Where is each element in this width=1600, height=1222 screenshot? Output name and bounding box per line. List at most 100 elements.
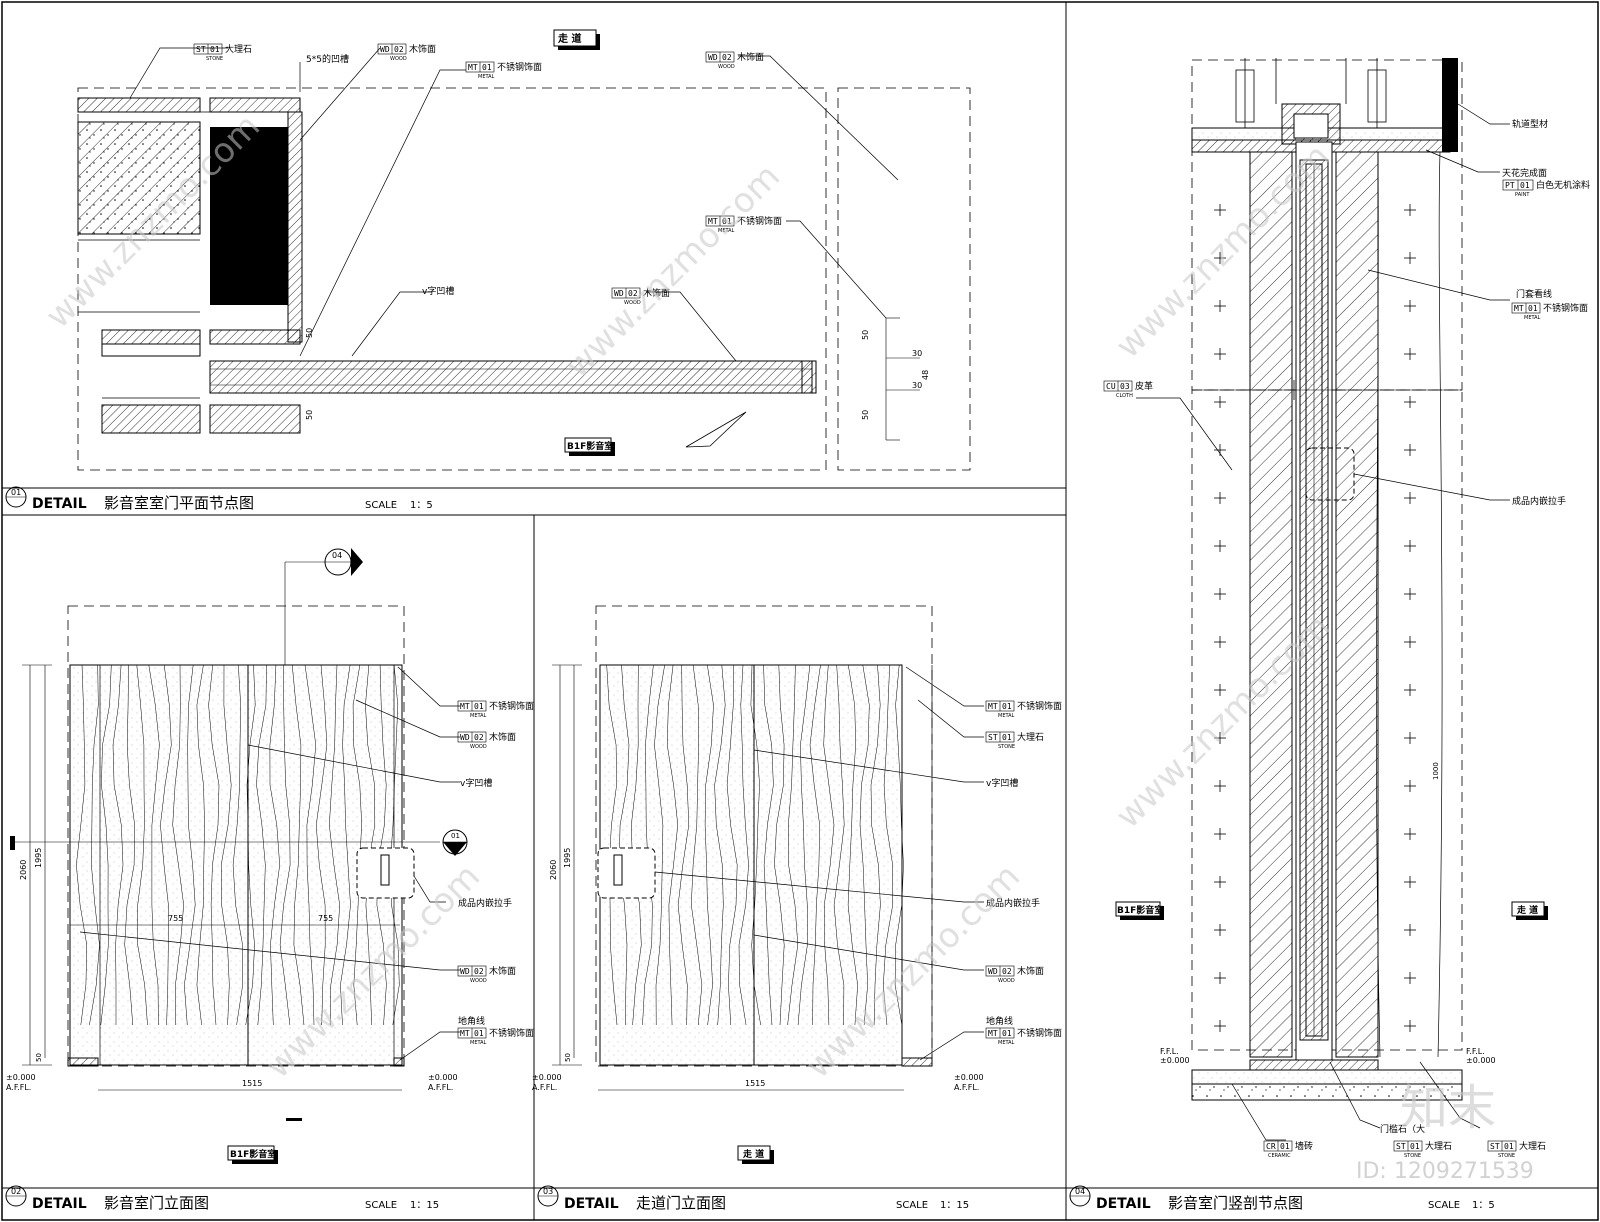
- svg-text:白色无机涂料: 白色无机涂料: [1536, 179, 1590, 191]
- tag-03-wd02: WD 02 木饰面 WOOD: [985, 965, 1044, 984]
- svg-text:01: 01: [1410, 1142, 1420, 1151]
- svg-text:02: 02: [11, 1187, 21, 1196]
- svg-text:DETAIL: DETAIL: [1096, 1196, 1151, 1212]
- room-tag-corridor-plan: 走 道: [553, 29, 600, 50]
- svg-text:01: 01: [722, 217, 732, 226]
- level-zero-02-right: ±0.000: [428, 1073, 458, 1082]
- svg-text:WD: WD: [708, 53, 718, 62]
- svg-text:1：5: 1：5: [1472, 1200, 1495, 1211]
- svg-text:MT: MT: [468, 63, 478, 72]
- dim-total-width-03: 1515: [745, 1079, 765, 1088]
- svg-text:大理石: 大理石: [1425, 1140, 1452, 1152]
- tag-04-mt01: MT 01 不锈钢饰面 METAL: [1511, 302, 1588, 321]
- svg-text:走 道: 走 道: [557, 32, 581, 45]
- note-vgroove-02: v字凹槽: [460, 777, 492, 789]
- svg-text:大理石: 大理石: [1519, 1140, 1546, 1152]
- watermark-logo: 知末: [1400, 1080, 1496, 1136]
- svg-text:METAL: METAL: [470, 1040, 487, 1046]
- svg-text:WOOD: WOOD: [718, 64, 735, 70]
- level-afl-03-right: A.F.FL.: [954, 1083, 979, 1092]
- level-zero-04-right: ±0.000: [1466, 1056, 1496, 1065]
- svg-text:木饰面: 木饰面: [1017, 965, 1044, 977]
- svg-text:01: 01: [11, 488, 21, 497]
- note-vgroove-03: v字凹槽: [986, 777, 1018, 789]
- svg-text:CLOTH: CLOTH: [1116, 393, 1133, 399]
- svg-text:PT: PT: [1505, 181, 1515, 190]
- svg-text:01: 01: [482, 63, 492, 72]
- svg-text:B1F影音室: B1F影音室: [567, 440, 613, 452]
- note-handle-03: 成品内嵌拉手: [986, 897, 1040, 909]
- note-handle-02: 成品内嵌拉手: [458, 897, 512, 909]
- svg-text:WOOD: WOOD: [998, 978, 1015, 984]
- tag-plan-wd02-c: WD 02 木饰面 WOOD: [611, 287, 670, 306]
- level-zero-02-left: ±0.000: [6, 1073, 36, 1082]
- svg-text:METAL: METAL: [1524, 315, 1541, 321]
- svg-text:STONE: STONE: [1498, 1153, 1515, 1159]
- svg-text:木饰面: 木饰面: [737, 51, 764, 63]
- tag-plan-mt01-a: MT 01 不锈钢饰面 METAL: [465, 61, 542, 80]
- dim-total-width-02: 1515: [242, 1079, 262, 1088]
- svg-text:STONE: STONE: [998, 744, 1015, 750]
- svg-text:不锈钢饰面: 不锈钢饰面: [497, 61, 542, 73]
- level-ffl-04-left: F.F.L.: [1160, 1047, 1179, 1056]
- svg-text:STONE: STONE: [206, 56, 223, 62]
- tag-02-mt01-a: MT 01 不锈钢饰面 METAL: [457, 700, 534, 719]
- note-door-trim: 门套看线: [1516, 288, 1552, 300]
- wood-grain-02: [76, 664, 400, 1026]
- level-zero-03-left: ±0.000: [532, 1073, 562, 1082]
- svg-text:02: 02: [394, 45, 404, 54]
- dim-leaf-left-02: 755: [168, 914, 183, 923]
- svg-text:不锈钢饰面: 不锈钢饰面: [489, 1027, 534, 1039]
- svg-text:皮革: 皮革: [1135, 380, 1153, 392]
- svg-text:MT: MT: [460, 1029, 470, 1038]
- svg-text:METAL: METAL: [718, 228, 735, 234]
- svg-text:METAL: METAL: [998, 1040, 1015, 1046]
- watermark-id: ID: 1209271539: [1356, 1159, 1534, 1184]
- note-track: 轨道型材: [1512, 118, 1548, 130]
- level-afl-03-left: A.F.FL.: [532, 1083, 557, 1092]
- svg-text:01: 01: [1002, 702, 1012, 711]
- svg-text:01: 01: [1528, 304, 1538, 313]
- panel-01-plan: 50 30 30 48 50 50 50 走 道 B1F影音室: [5, 29, 971, 512]
- note-handle-04: 成品内嵌拉手: [1512, 495, 1566, 507]
- svg-text:SCALE: SCALE: [1428, 1200, 1460, 1211]
- room-tag-corridor-04: 走 道: [1511, 901, 1548, 920]
- svg-text:墙砖: 墙砖: [1295, 1140, 1313, 1152]
- svg-text:不锈钢饰面: 不锈钢饰面: [1543, 302, 1588, 314]
- level-ffl-04-right: F.F.L.: [1466, 1047, 1485, 1056]
- elev-ref-marker: 04: [332, 551, 342, 560]
- svg-text:ST: ST: [1396, 1142, 1406, 1151]
- svg-text:MT: MT: [1514, 304, 1524, 313]
- tag-04-cu03: CU 03 皮革 CLOTH: [1103, 380, 1153, 399]
- svg-text:影音室门竖剖节点图: 影音室门竖剖节点图: [1168, 1194, 1303, 1212]
- svg-text:SCALE: SCALE: [365, 500, 397, 511]
- svg-text:SCALE: SCALE: [365, 1200, 397, 1211]
- dim-50-b: 50: [861, 410, 870, 420]
- svg-text:03: 03: [1120, 382, 1130, 391]
- svg-text:02: 02: [628, 289, 638, 298]
- svg-text:木饰面: 木饰面: [489, 965, 516, 977]
- level-afl-02-left: A.F.FL.: [6, 1083, 31, 1092]
- dim-height-leaf-02: 1995: [34, 848, 43, 868]
- svg-text:ST: ST: [1490, 1142, 1500, 1151]
- dim-height-leaf-03: 1995: [563, 848, 572, 868]
- svg-text:01: 01: [1002, 733, 1012, 742]
- svg-text:WD: WD: [460, 967, 470, 976]
- note-skirting-02: 地角线: [458, 1015, 485, 1027]
- svg-text:影音室门立面图: 影音室门立面图: [104, 1194, 209, 1212]
- svg-text:大理石: 大理石: [225, 43, 252, 55]
- svg-text:WD: WD: [614, 289, 624, 298]
- tag-04-st01-a: ST 01 大理石 STONE: [1393, 1140, 1452, 1159]
- dim-50-02: 50: [35, 1053, 43, 1062]
- panel-04-section: 1000 F.F.L. ±0.000 F.F.L. ±0.000 轨道型材 天花…: [1069, 58, 1590, 1212]
- svg-text:02: 02: [722, 53, 732, 62]
- svg-text:MT: MT: [988, 1029, 998, 1038]
- plan-ref-marker: 01: [451, 832, 460, 840]
- svg-text:1：5: 1：5: [410, 500, 433, 511]
- svg-text:CU: CU: [1106, 382, 1116, 391]
- dim-48: 48: [921, 370, 930, 380]
- level-zero-03-right: ±0.000: [954, 1073, 984, 1082]
- svg-text:走 道: 走 道: [1516, 904, 1538, 916]
- svg-text:DETAIL: DETAIL: [32, 496, 87, 512]
